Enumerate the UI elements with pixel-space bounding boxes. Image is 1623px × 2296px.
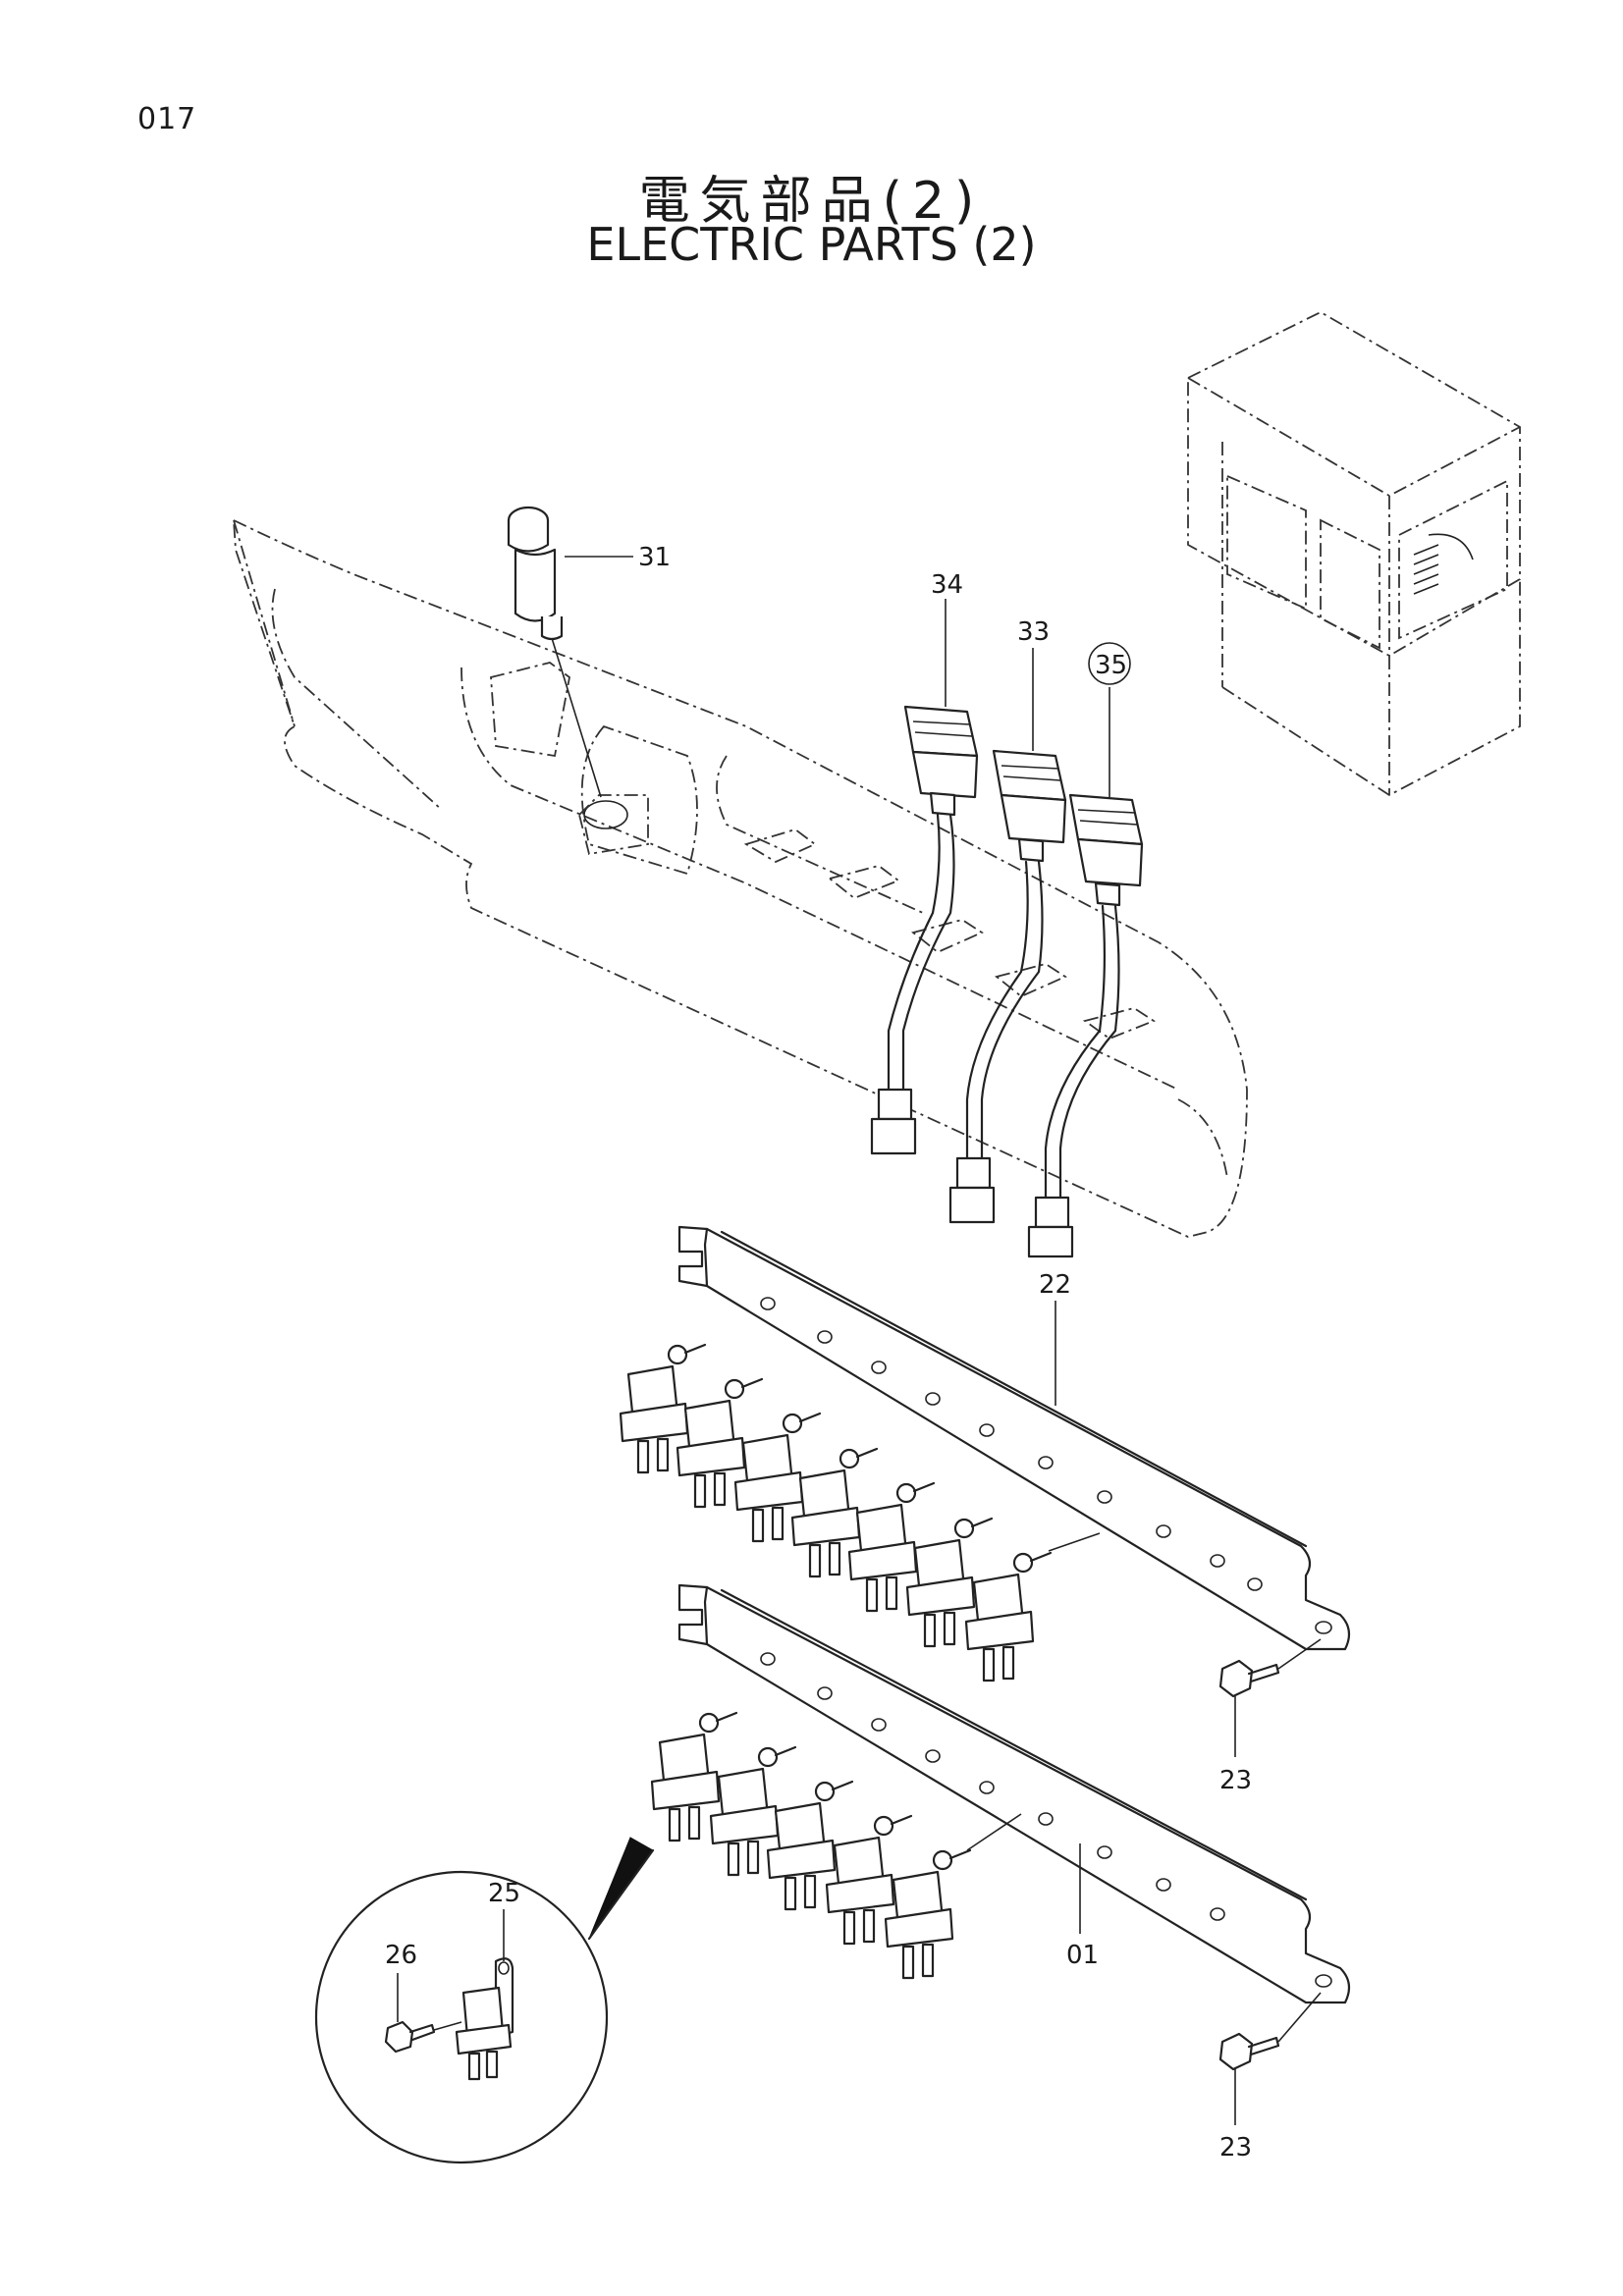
callout-23-upper: 23 (1219, 1766, 1252, 1795)
callout-34: 34 (931, 570, 963, 600)
detail-view-circle (314, 1837, 655, 2164)
callout-33: 33 (1017, 617, 1050, 647)
page-title-english: ELECTRIC PARTS (2) (586, 218, 1037, 271)
page-title-japanese: 電気部品(2) (638, 172, 985, 231)
relay-upper (964, 1551, 1053, 1682)
page-number: 017 (137, 102, 197, 136)
callout-22: 22 (1039, 1270, 1071, 1300)
relay-upper (790, 1447, 879, 1578)
relay-upper (619, 1343, 707, 1474)
bolt-23-upper (1218, 1638, 1322, 1757)
relay-row-upper (619, 1343, 1053, 1682)
reference-circle-35 (1088, 642, 1131, 685)
relay-upper (676, 1377, 764, 1509)
callout-31: 31 (638, 543, 671, 572)
bolt-23-lower (1218, 1992, 1322, 2125)
callout-25: 25 (488, 1879, 520, 1908)
rocker-switch-34 (870, 705, 979, 1155)
callout-26: 26 (385, 1941, 417, 1970)
relay-lower (650, 1711, 738, 1842)
relay-upper (847, 1481, 936, 1613)
cab-location-reference (1187, 310, 1521, 797)
relay-row-lower (650, 1711, 972, 1980)
relay-upper (733, 1412, 822, 1543)
relay-lower (884, 1848, 972, 1980)
relay-lower (766, 1780, 854, 1911)
relay-lower (709, 1745, 797, 1877)
relay-lower (825, 1814, 913, 1946)
callout-35: 35 (1095, 651, 1127, 680)
rocker-switch-35 (1027, 793, 1144, 1258)
rocker-switch-33 (948, 749, 1067, 1224)
callout-23-lower: 23 (1219, 2133, 1252, 2163)
relay-bracket-01 (677, 1583, 1351, 2004)
callout-01: 01 (1066, 1941, 1099, 1970)
relay-bracket-22 (677, 1225, 1351, 1651)
pushbutton-switch-31 (507, 506, 633, 798)
relay-upper (905, 1517, 994, 1648)
